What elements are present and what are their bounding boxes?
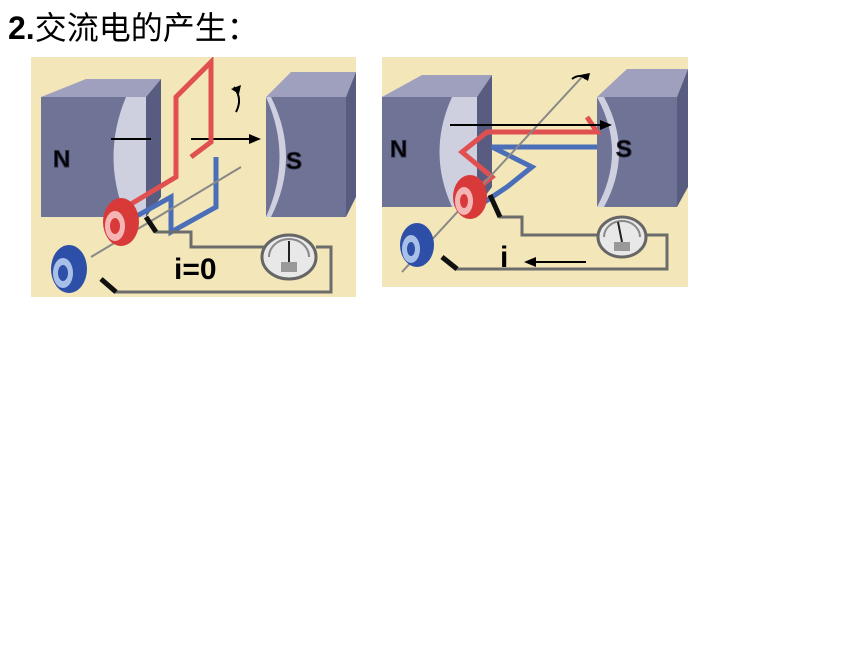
page-title: 2.交流电的产生：	[8, 6, 259, 50]
current-arrow-head	[524, 257, 536, 267]
generator-diagram-2: N S i	[382, 57, 688, 287]
magnet-south	[266, 72, 356, 217]
pole-label-s: S	[616, 136, 632, 163]
galvanometer-icon	[596, 215, 648, 259]
generator-diagram-1: N S i=0	[31, 57, 356, 297]
current-label-2: i	[500, 241, 508, 274]
brush-1	[487, 193, 503, 219]
brush-2	[99, 277, 118, 294]
pole-label-n: N	[390, 136, 407, 163]
title-text: 交流电的产生：	[34, 9, 259, 47]
magnet-north	[41, 79, 161, 217]
slip-ring-red	[103, 198, 139, 246]
field-arrow-head	[600, 120, 612, 130]
rotation-arrow-head	[580, 73, 590, 81]
slip-ring-red	[453, 175, 487, 219]
brush-1	[143, 215, 159, 234]
pole-label-s: S	[286, 148, 302, 175]
rotation-arrow-head	[231, 85, 241, 94]
generator-diagram-1-svg: N S i=0	[31, 57, 356, 297]
current-label-1: i=0	[174, 253, 217, 286]
field-arrow-head	[249, 134, 261, 144]
galvanometer-icon	[260, 233, 318, 281]
title-number: 2.	[8, 10, 35, 46]
slip-ring-blue	[400, 223, 434, 267]
generator-diagram-2-svg: N S i	[382, 57, 688, 287]
slip-ring-blue	[51, 245, 87, 293]
magnet-south	[597, 69, 688, 207]
pole-label-n: N	[53, 146, 70, 173]
brush-2	[440, 255, 459, 271]
